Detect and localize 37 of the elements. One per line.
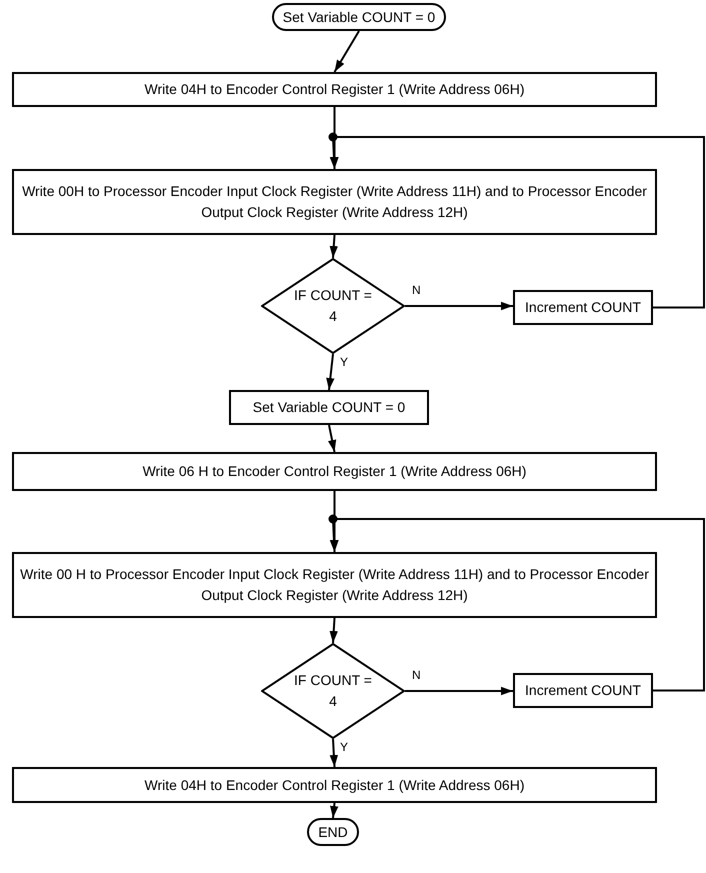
- arrow: [334, 30, 360, 73]
- terminator-box: [272, 3, 446, 31]
- node-text: END: [317, 822, 349, 842]
- node-text: Write 06 H to Encoder Control Register 1 (Write Address 06H): [142, 462, 528, 481]
- arrow: [330, 618, 338, 644]
- node-text: Write 04H to Encoder Control Register 1 (Write Address 06H): [144, 80, 526, 99]
- node-text: Increment COUNT: [524, 681, 642, 700]
- node-text: IF COUNT = 4: [293, 671, 373, 711]
- process-box: [12, 169, 657, 235]
- process-box: [513, 673, 653, 708]
- arrow: [330, 738, 338, 768]
- arrow: [328, 424, 336, 452]
- arrow: [405, 686, 513, 696]
- arrow: [330, 234, 338, 258]
- node-text: Write 00 H to Processor Encoder Input Clock Register (Write Address 11H) and to Processor Encoder Output Clock Register (Write Address 12H): [19, 565, 650, 605]
- terminator-box: [307, 818, 359, 846]
- arrow: [330, 518, 705, 692]
- node-text: Write 04H to Encoder Control Register 1 (Write Address 06H): [144, 776, 526, 795]
- edge-label: Y: [339, 741, 350, 753]
- node-text: Increment COUNT: [524, 298, 642, 317]
- node-text: Write 00H to Processor Encoder Input Clock Register (Write Address 11H) and to Processor Encoder Output Clock Register (Write Address 12H): [21, 182, 648, 222]
- node-text: IF COUNT = 4: [293, 286, 373, 326]
- arrow: [326, 354, 334, 390]
- process-box: [12, 72, 657, 107]
- process-box: [12, 767, 657, 803]
- node-text: Set Variable COUNT = 0: [252, 398, 406, 417]
- arrow: [330, 136, 705, 308]
- process-box: [513, 290, 653, 325]
- process-box: [12, 552, 657, 618]
- arrow: [405, 302, 513, 310]
- edge-label: N: [411, 284, 422, 296]
- arrow: [330, 802, 338, 818]
- process-box: [12, 452, 657, 491]
- edge-label: Y: [339, 356, 350, 368]
- node-text: Set Variable COUNT = 0: [282, 8, 436, 26]
- edge-label: N: [411, 669, 422, 681]
- process-box: [229, 390, 429, 425]
